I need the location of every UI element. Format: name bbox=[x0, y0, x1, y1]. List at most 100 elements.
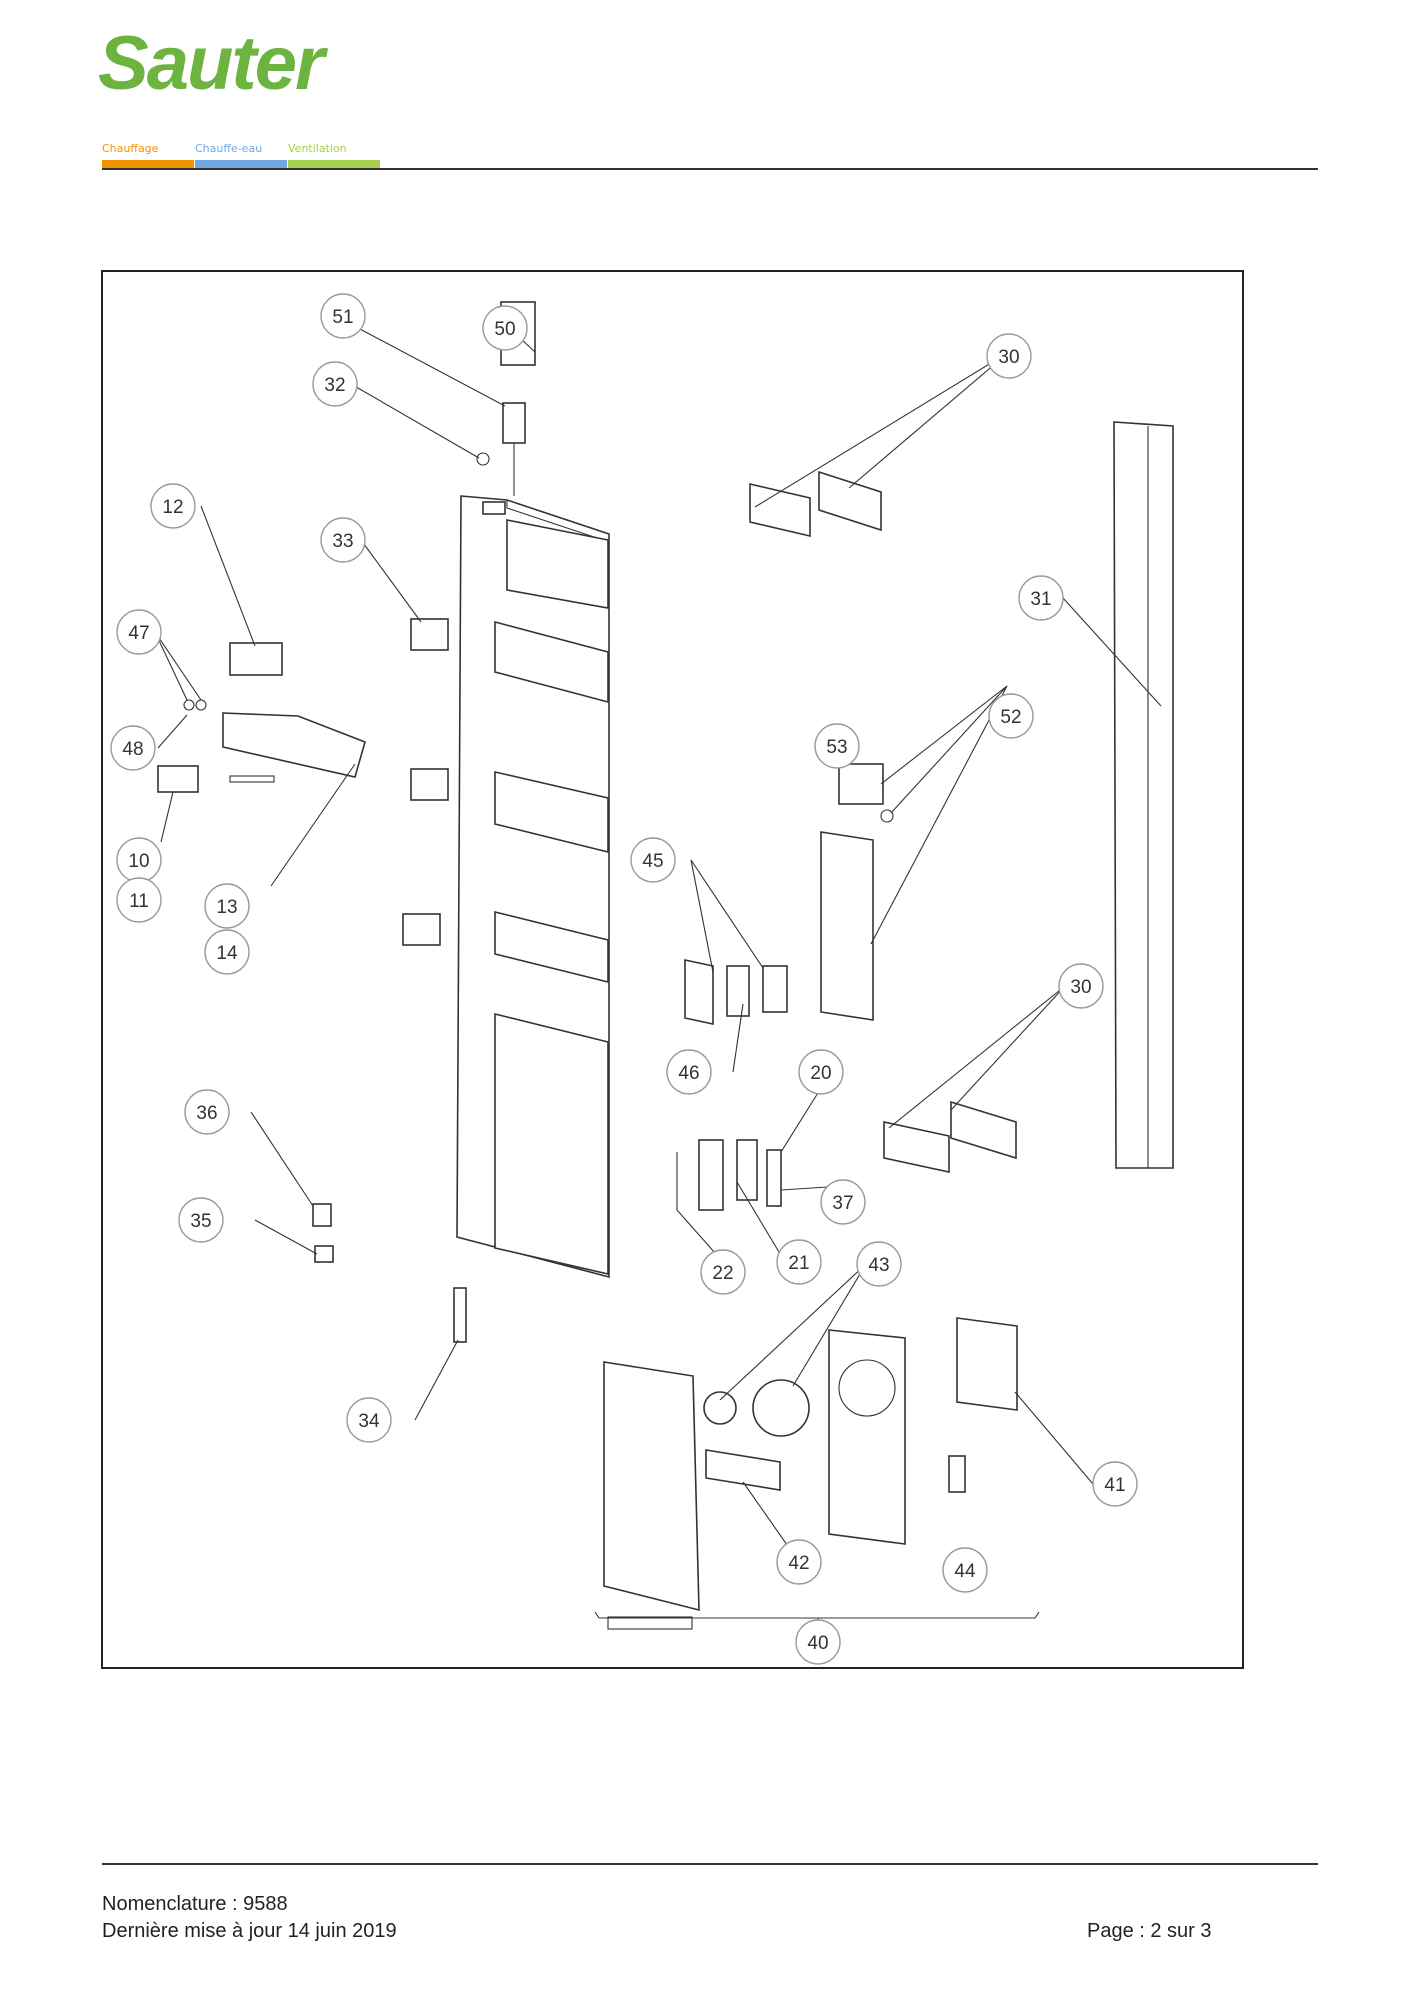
callout-label: 42 bbox=[788, 1553, 809, 1574]
callout-35: 35 bbox=[178, 1197, 224, 1243]
callout-circle bbox=[776, 1239, 822, 1285]
callout-circle bbox=[204, 929, 250, 975]
callout-10: 10 bbox=[116, 837, 162, 883]
callout-51: 51 bbox=[320, 293, 366, 339]
callout-label: 14 bbox=[216, 943, 238, 964]
callout-53: 53 bbox=[814, 723, 860, 769]
callout-circle bbox=[700, 1249, 746, 1295]
callout-circle bbox=[116, 877, 162, 923]
tagline-bar-green bbox=[288, 160, 380, 168]
callout-37: 37 bbox=[820, 1179, 866, 1225]
callout-21: 21 bbox=[776, 1239, 822, 1285]
callout-41: 41 bbox=[1092, 1461, 1138, 1507]
callout-group: 51 50 32 30 12 33 31 47 52 53 48 45 10 11 13 14 30 46 20 36… bbox=[110, 293, 1138, 1665]
footer-divider bbox=[102, 1863, 1318, 1865]
callout-circle bbox=[814, 723, 860, 769]
callout-52: 52 bbox=[988, 693, 1034, 739]
callout-45: 45 bbox=[630, 837, 676, 883]
callout-label: 45 bbox=[642, 851, 663, 872]
callout-label: 21 bbox=[788, 1253, 809, 1274]
tagline-bar-blue bbox=[195, 160, 287, 168]
tagline-label: Ventilation bbox=[288, 142, 347, 155]
callout-circle bbox=[346, 1397, 392, 1443]
callout-circle bbox=[184, 1089, 230, 1135]
tagline-chauffage: Chauffage bbox=[102, 142, 194, 168]
callout-31: 31 bbox=[1018, 575, 1064, 621]
callout-33: 33 bbox=[320, 517, 366, 563]
callout-label: 32 bbox=[324, 375, 345, 396]
tagline-bar-orange bbox=[102, 160, 194, 168]
callout-label: 37 bbox=[832, 1193, 853, 1214]
callout-label: 47 bbox=[128, 623, 149, 644]
callout-32: 32 bbox=[312, 361, 358, 407]
callout-46: 46 bbox=[666, 1049, 712, 1095]
callout-circle bbox=[988, 693, 1034, 739]
callout-circle bbox=[856, 1241, 902, 1287]
callout-circle bbox=[986, 333, 1032, 379]
callout-11: 11 bbox=[116, 877, 162, 923]
callout-label: 44 bbox=[954, 1561, 976, 1582]
page-number-label: Page : 2 sur 3 bbox=[1087, 1920, 1212, 1942]
callout-circle bbox=[482, 305, 528, 351]
callout-label: 34 bbox=[358, 1411, 380, 1432]
callout-circle bbox=[110, 725, 156, 771]
callout-circle bbox=[320, 517, 366, 563]
leader-lines bbox=[154, 319, 1162, 1642]
callout-circle bbox=[312, 361, 358, 407]
last-updated-label: Dernière mise à jour 14 juin 2019 bbox=[102, 1920, 397, 1942]
callout-50: 50 bbox=[482, 305, 528, 351]
callout-label: 30 bbox=[1070, 977, 1091, 998]
callout-13: 13 bbox=[204, 883, 250, 929]
callout-47: 47 bbox=[116, 609, 162, 655]
callout-circle bbox=[204, 883, 250, 929]
callout-circle bbox=[820, 1179, 866, 1225]
callout-circle bbox=[320, 293, 366, 339]
brand-tagline: Chauffage Chauffe-eau Ventilation bbox=[102, 142, 382, 168]
callout-label: 53 bbox=[826, 737, 847, 758]
parts-illustration bbox=[157, 301, 1174, 1630]
callout-circle bbox=[178, 1197, 224, 1243]
callout-label: 52 bbox=[1000, 707, 1021, 728]
callout-40: 40 bbox=[795, 1619, 841, 1665]
exploded-parts-diagram: 51 50 32 30 12 33 31 47 52 53 48 45 10 11 13 14 30 46 20 36… bbox=[101, 270, 1244, 1669]
callout-36: 36 bbox=[184, 1089, 230, 1135]
callout-label: 10 bbox=[128, 851, 149, 872]
callout-label: 33 bbox=[332, 531, 353, 552]
callout-circle bbox=[776, 1539, 822, 1585]
callout-label: 40 bbox=[807, 1633, 828, 1654]
tagline-chauffe-eau: Chauffe-eau bbox=[195, 142, 287, 168]
callout-30: 30 bbox=[986, 333, 1032, 379]
diagram-canvas: 51 50 32 30 12 33 31 47 52 53 48 45 10 11 13 14 30 46 20 36… bbox=[110, 293, 1174, 1665]
callout-22: 22 bbox=[700, 1249, 746, 1295]
callout-label: 20 bbox=[810, 1063, 831, 1084]
callout-circle bbox=[1058, 963, 1104, 1009]
brand-logo: Sauter bbox=[98, 21, 325, 106]
callout-circle bbox=[150, 483, 196, 529]
callout-12: 12 bbox=[150, 483, 196, 529]
callout-30: 30 bbox=[1058, 963, 1104, 1009]
callout-circle bbox=[1092, 1461, 1138, 1507]
callout-label: 22 bbox=[712, 1263, 733, 1284]
callout-34: 34 bbox=[346, 1397, 392, 1443]
callout-circle bbox=[942, 1547, 988, 1593]
callout-circle bbox=[630, 837, 676, 883]
callout-20: 20 bbox=[798, 1049, 844, 1095]
callout-44: 44 bbox=[942, 1547, 988, 1593]
callout-label: 48 bbox=[122, 739, 143, 760]
callout-label: 13 bbox=[216, 897, 237, 918]
callout-label: 43 bbox=[868, 1255, 889, 1276]
callout-label: 36 bbox=[196, 1103, 217, 1124]
callout-label: 11 bbox=[129, 891, 149, 912]
tagline-label: Chauffe-eau bbox=[195, 142, 263, 155]
callout-label: 50 bbox=[494, 319, 515, 340]
callout-circle bbox=[795, 1619, 841, 1665]
callout-42: 42 bbox=[776, 1539, 822, 1585]
callout-label: 12 bbox=[162, 497, 183, 518]
callout-circle bbox=[666, 1049, 712, 1095]
callout-43: 43 bbox=[856, 1241, 902, 1287]
callout-circle bbox=[116, 609, 162, 655]
callout-label: 46 bbox=[678, 1063, 699, 1084]
callout-14: 14 bbox=[204, 929, 250, 975]
callout-48: 48 bbox=[110, 725, 156, 771]
callout-label: 31 bbox=[1030, 589, 1051, 610]
